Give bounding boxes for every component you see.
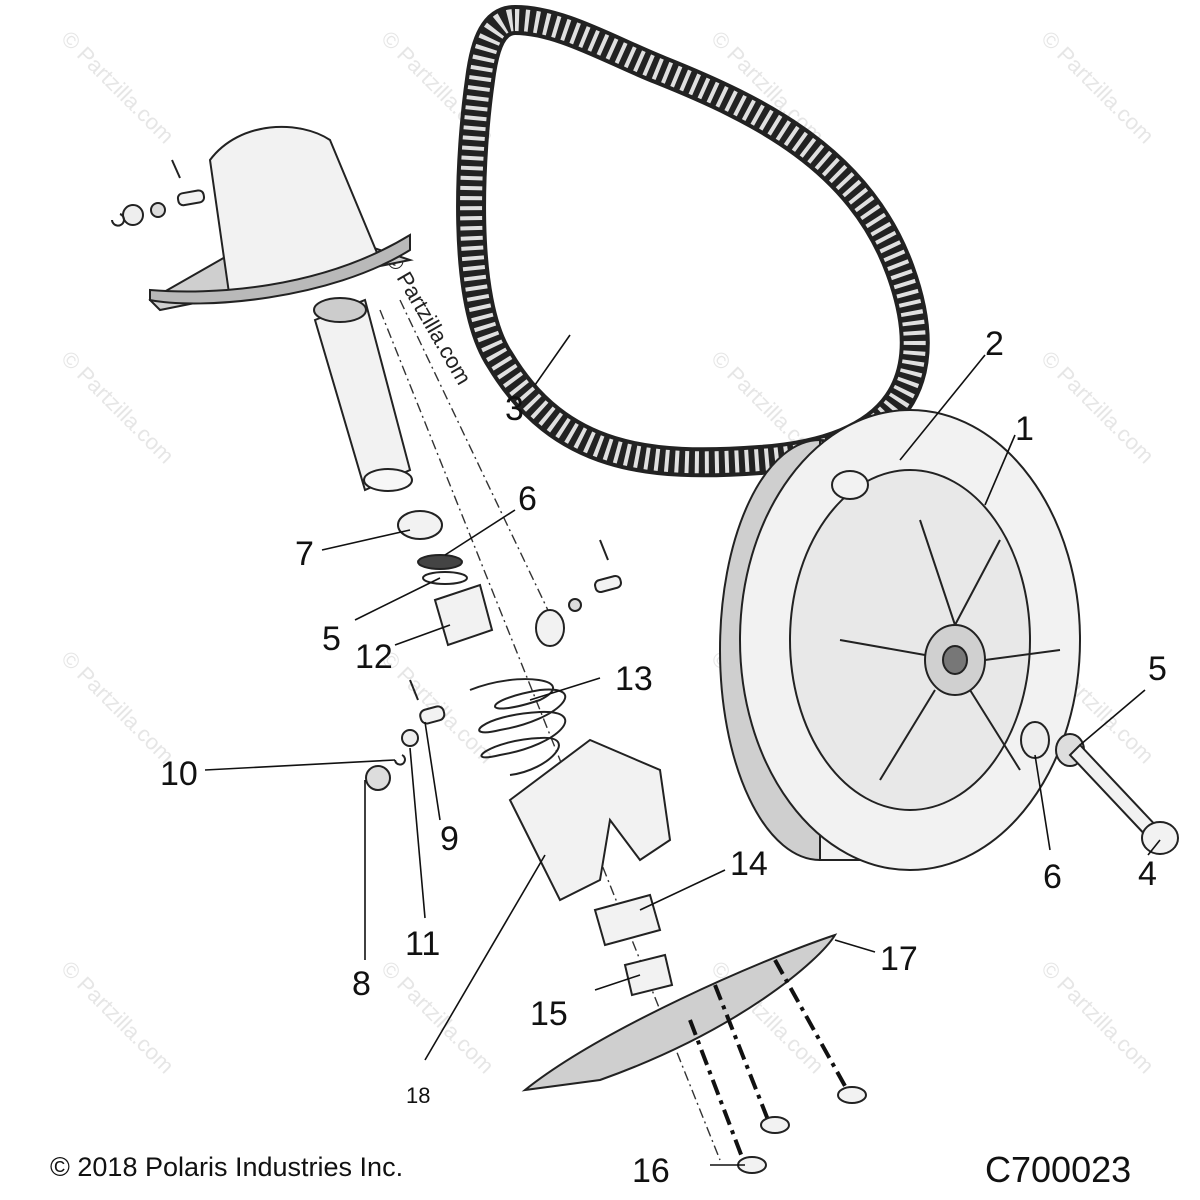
callout-14: 14 [730,845,768,883]
ring-6 [417,554,463,570]
drive-belt [456,5,930,478]
ring-5 [422,571,468,585]
watermark: © Partzilla.com [376,956,499,1079]
moveable-sheave-17 [521,933,838,1092]
clutch-bolt-set [1020,721,1179,855]
callout-4: 4 [1138,855,1157,893]
fixed-sheave [148,125,414,312]
callout-1: 1 [1015,410,1034,448]
watermark: © Partzilla.com [56,956,179,1079]
watermark: © Partzilla.com [1036,346,1159,469]
callout-12: 12 [355,638,393,676]
callout-18: 18 [406,1083,430,1108]
callout-8: 8 [352,965,371,1003]
bushing-7 [397,510,443,540]
callout-10: 10 [160,755,198,793]
cam-spider-18 [508,738,672,902]
leader-lines [204,334,1161,1166]
watermark: © Partzilla.com [56,346,179,469]
bushing-15 [623,953,674,997]
shaft-tube [313,297,413,492]
weight-pin-set-low [365,679,446,791]
assembly-axis-secondary [399,299,556,626]
screws-16 [688,959,867,1174]
drive-clutch [719,409,1081,871]
callout-6-right: 6 [1043,858,1062,896]
callout-11: 11 [405,925,440,963]
callout-16: 16 [632,1152,670,1190]
watermark: © Partzilla.com [56,646,179,769]
callout-7: 7 [295,535,314,573]
spring-13 [469,678,567,776]
bushing-12 [433,583,494,647]
callout-17: 17 [880,940,918,978]
weight-pin-set-top [111,159,206,227]
callout-5-right: 5 [1148,650,1167,688]
watermark: © Partzilla.com [1036,956,1159,1079]
callout-6-left: 6 [518,480,537,518]
copyright-notice: © 2018 Polaris Industries Inc. [50,1152,403,1182]
callout-5-left: 5 [322,620,341,658]
bushing-14 [593,893,662,947]
callout-15: 15 [530,995,568,1033]
callout-9: 9 [440,820,459,858]
callout-3: 3 [505,390,524,428]
watermark: © Partzilla.com [56,26,179,149]
callout-13: 13 [615,660,653,698]
watermark: © Partzilla.com [1036,26,1159,149]
weight-pin-set-mid [535,539,622,647]
callout-2: 2 [985,325,1004,363]
diagram-code: C700023 [985,1149,1131,1190]
